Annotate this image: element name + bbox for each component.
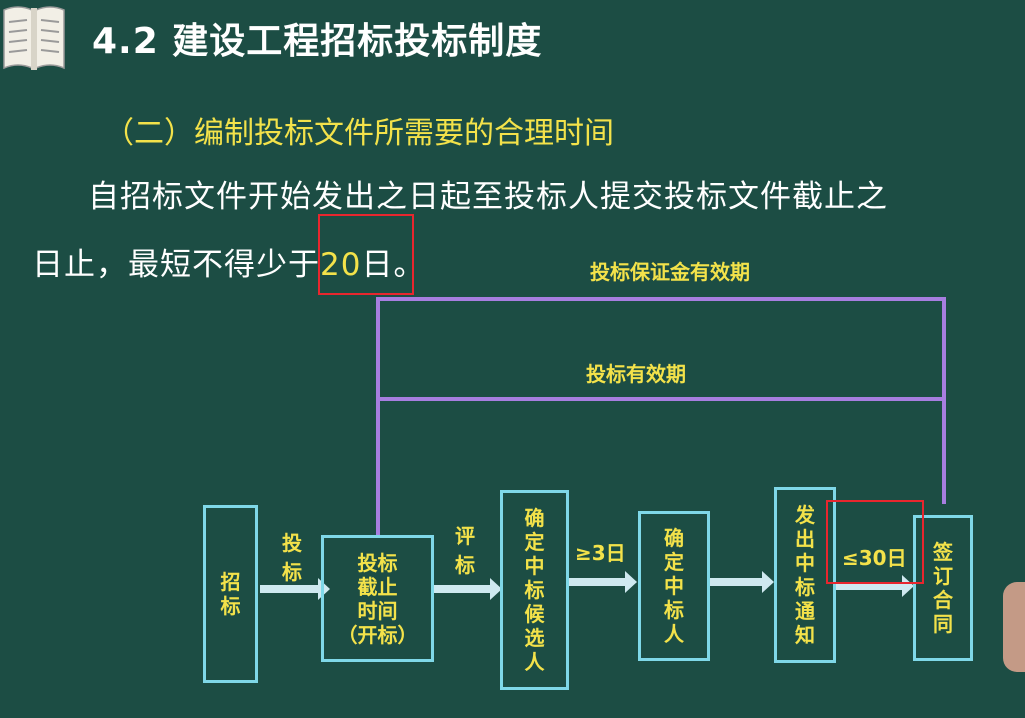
arrow-4 <box>710 571 774 593</box>
presenter-hand <box>1003 582 1025 672</box>
red-mark-30-days <box>826 500 924 584</box>
highlight-20: 20 <box>320 247 362 283</box>
paragraph-line-2: 日止，最短不得少于20日。 <box>32 239 425 284</box>
step-winner: 确定中标人 <box>638 511 710 661</box>
arrow-label-bid: 投标 <box>282 531 302 584</box>
step-winner-label: 确定中标人 <box>664 526 684 646</box>
paragraph-text-a: 日止，最短不得少于 <box>32 247 320 283</box>
book-icon <box>0 2 68 72</box>
bond-period-label: 投标保证金有效期 <box>590 260 750 284</box>
arrow-label-evaluate: 评标 <box>455 524 475 577</box>
red-mark-20-days <box>318 214 414 295</box>
step-notice-label: 发出中标通知 <box>795 503 815 647</box>
paragraph-line-1: 自招标文件开始发出之日起至投标人提交投标文件截止之 <box>88 179 888 215</box>
step-contract-label: 签订合同 <box>933 540 953 636</box>
arrow-label-min-3-days: ≥3日 <box>575 541 626 565</box>
step-tender: 招标 <box>203 505 258 683</box>
arrow-2 <box>434 578 502 600</box>
arrow-5 <box>836 575 914 597</box>
page-title: 4.2 建设工程招标投标制度 <box>92 21 543 62</box>
step-shortlist-label: 确定中标候选人 <box>524 506 545 674</box>
step-bid-deadline: 投标 截止 时间 （开标） <box>321 535 434 662</box>
section-subtitle: （二）编制投标文件所需要的合理时间 <box>104 116 614 151</box>
arrow-3 <box>569 571 637 593</box>
step-bid-deadline-label: 投标 截止 时间 （开标） <box>337 550 418 647</box>
step-notice: 发出中标通知 <box>774 487 836 663</box>
step-contract: 签订合同 <box>913 515 973 661</box>
step-shortlist: 确定中标候选人 <box>500 490 569 690</box>
bid-validity-label: 投标有效期 <box>586 362 686 386</box>
step-tender-label: 招标 <box>220 570 241 618</box>
arrow-label-max-30-days: ≤30日 <box>842 546 907 570</box>
